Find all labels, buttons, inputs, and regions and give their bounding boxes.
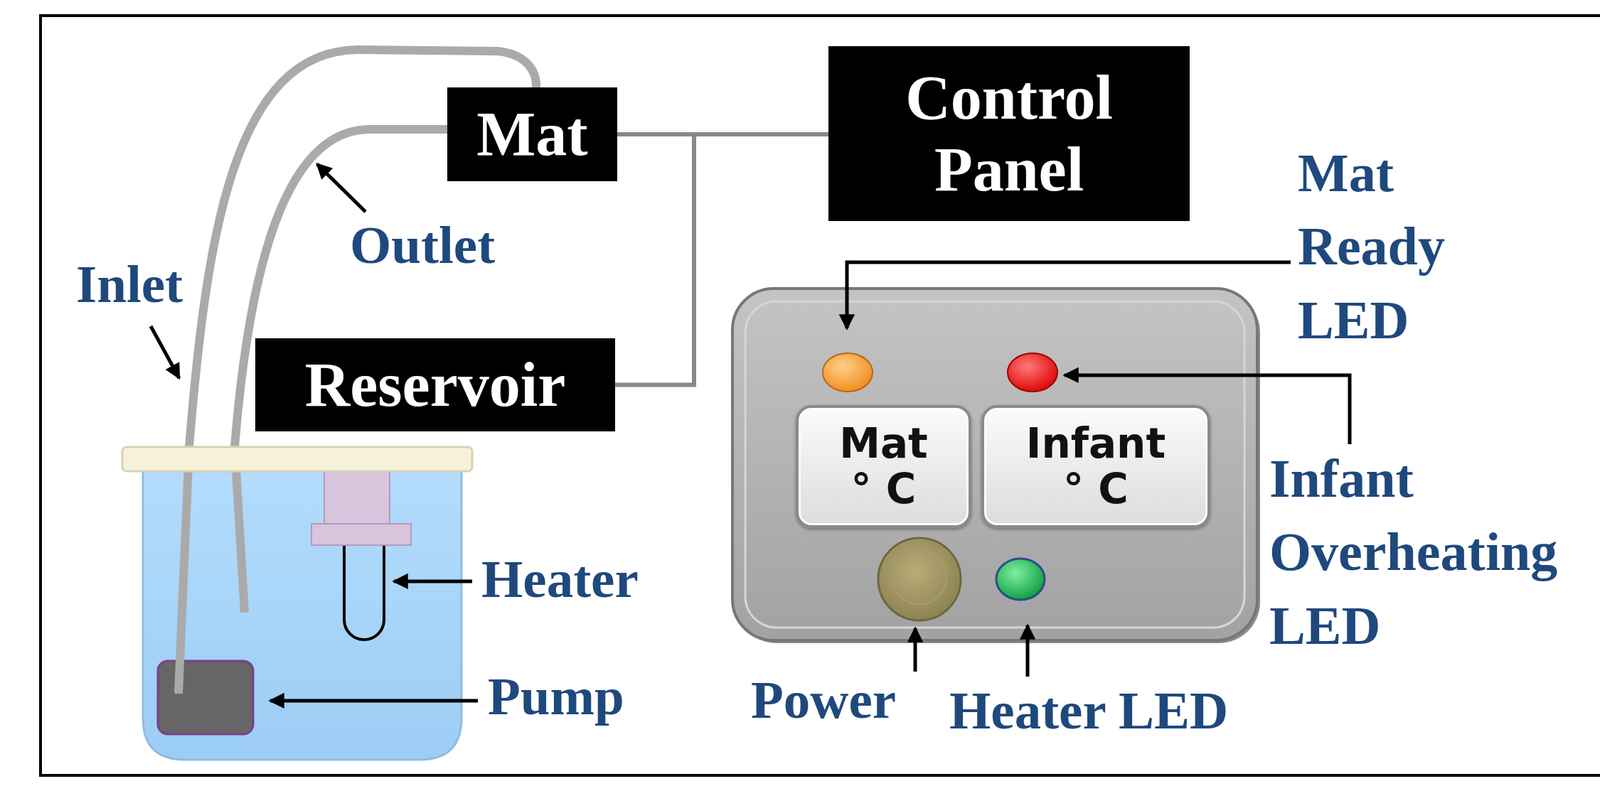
node-text: Control Panel (905, 61, 1113, 206)
node-text: Infant (1026, 421, 1166, 468)
cable-connector (615, 134, 829, 386)
node-text: Mat (476, 98, 588, 170)
heater-element (344, 546, 384, 640)
frame (40, 15, 1600, 776)
leader-arrow (150, 326, 180, 379)
part-label: Infant Overheating LED (1269, 442, 1558, 663)
mat-ready-led (822, 353, 873, 392)
component-box: Mat (447, 87, 618, 182)
heater-led (996, 558, 1045, 601)
water-tank (142, 471, 462, 761)
temperature-display: Mat° C (795, 405, 972, 529)
part-label: Heater LED (949, 679, 1229, 744)
part-label: Heater (481, 547, 639, 612)
leader-arrow (846, 262, 1291, 329)
overheating-led (1007, 353, 1058, 392)
leader-arrow (1026, 625, 1030, 677)
power-button (878, 538, 961, 621)
node-text: Mat (839, 421, 928, 468)
part-label: Power (750, 668, 896, 733)
leader-arrow (270, 699, 478, 704)
power-button-ring (892, 550, 947, 605)
heater-flange (311, 524, 412, 546)
component-box: Reservoir (255, 338, 616, 432)
heater-mount (324, 471, 390, 526)
leader-arrow (317, 164, 366, 212)
part-label: Pump (487, 664, 625, 729)
part-label: Mat Ready LED (1297, 136, 1445, 357)
tank-lid (122, 447, 473, 472)
panel-bezel (745, 301, 1245, 628)
part-label: Outlet (349, 213, 495, 278)
control-panel-housing (732, 288, 1258, 641)
leader-arrow (913, 628, 918, 672)
temperature-display: Infant° C (981, 405, 1211, 529)
leader-arrow (393, 580, 473, 584)
part-label: Inlet (76, 252, 183, 317)
node-text: ° C (1063, 467, 1129, 513)
node-text: ° C (851, 467, 917, 513)
node-text: Reservoir (305, 349, 566, 421)
component-box: Control Panel (828, 46, 1190, 222)
pump (157, 661, 254, 735)
